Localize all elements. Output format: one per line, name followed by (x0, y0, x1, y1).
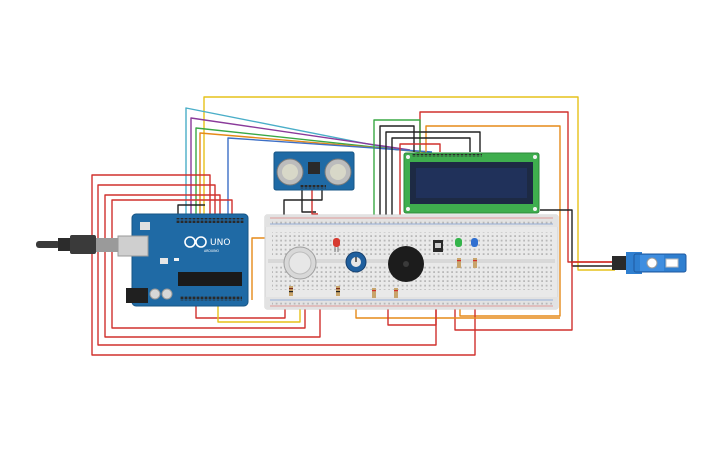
wire-black-lcd3[interactable] (391, 137, 471, 236)
wire-red-ultra[interactable] (311, 188, 318, 215)
power-jack[interactable] (126, 288, 148, 303)
resistor[interactable] (289, 286, 293, 296)
green-led[interactable] (455, 238, 462, 247)
arduino-logo: UNO ARDUINO (184, 236, 230, 253)
wire-yellow-top[interactable] (203, 96, 615, 271)
potentiometer[interactable] (345, 251, 367, 273)
wire-green-lcd[interactable] (373, 119, 421, 236)
resistor[interactable] (336, 286, 340, 296)
wire-red-lcd2[interactable] (399, 143, 441, 236)
wire-black-lcd2[interactable] (385, 131, 481, 236)
power-analog-header[interactable] (180, 296, 242, 301)
atmega-chip (178, 272, 242, 286)
wire-red-left4[interactable] (111, 199, 306, 329)
slide-switch[interactable] (433, 240, 443, 252)
wire-green-top[interactable] (195, 127, 421, 218)
arduino-uno[interactable]: UNO ARDUINO (117, 213, 249, 307)
wire-red-left3[interactable] (104, 194, 321, 338)
wire-cyan-top[interactable] (185, 107, 399, 218)
digital-header[interactable] (176, 218, 244, 223)
wire-red-left2[interactable] (97, 184, 437, 346)
uno-label: UNO (210, 238, 230, 248)
arduino-brand-text: ARDUINO (204, 249, 220, 253)
piezo-buzzer[interactable] (388, 246, 424, 282)
resistor[interactable] (394, 288, 398, 298)
resistors (289, 258, 477, 298)
resistor[interactable] (473, 258, 477, 268)
usb-cable[interactable] (36, 235, 118, 254)
red-led[interactable] (333, 238, 340, 252)
resistor[interactable] (457, 258, 461, 268)
resistor[interactable] (372, 288, 376, 298)
wire-red-left1[interactable] (91, 174, 476, 356)
wire-black-servo[interactable] (540, 209, 615, 267)
micro-servo[interactable] (612, 252, 687, 274)
wire-orange-lcd[interactable] (425, 125, 561, 317)
wire-black-lcd1[interactable] (379, 125, 415, 236)
wire-blue-top[interactable] (227, 137, 433, 218)
gas-sensor[interactable] (283, 246, 317, 280)
lcd-16x2[interactable] (403, 152, 540, 214)
reset-button[interactable] (140, 222, 150, 230)
wire-red-servo[interactable] (454, 261, 615, 331)
wire-red-buzzer[interactable] (387, 300, 437, 326)
servo-connector (612, 256, 626, 270)
blue-led[interactable] (471, 238, 478, 247)
ultrasonic-sensor[interactable] (273, 151, 355, 191)
wire-orange-top[interactable] (199, 132, 427, 218)
wire-yellow-bottom[interactable] (217, 300, 301, 323)
usb-port[interactable] (117, 235, 149, 257)
